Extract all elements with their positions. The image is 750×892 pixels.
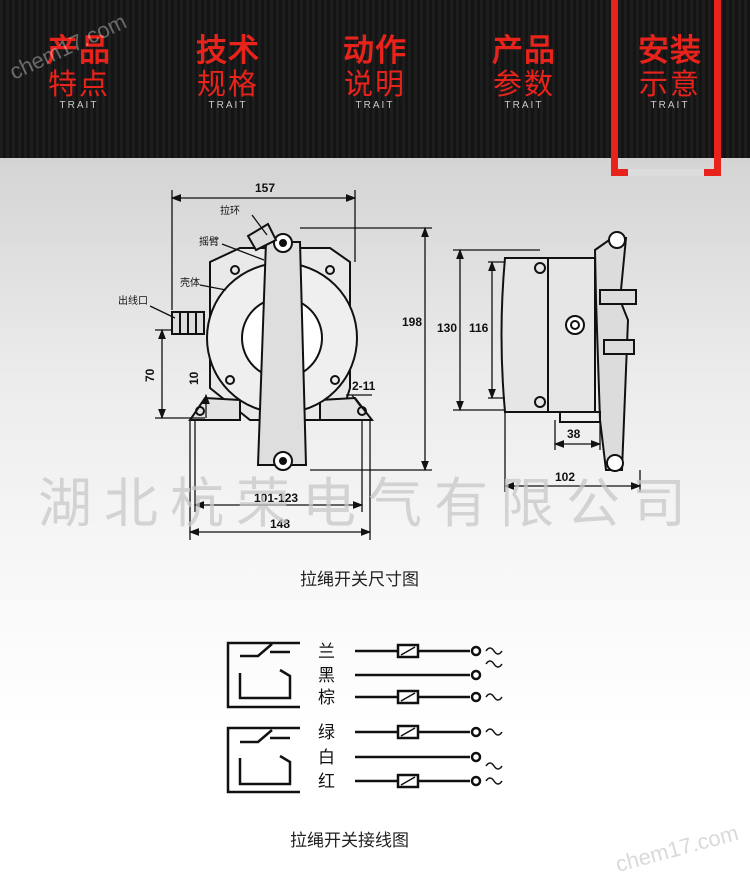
wire-label-green: 绿	[318, 723, 335, 743]
tab-sub-label: TRAIT	[650, 100, 690, 111]
label-rocker-arm: 摇臂	[199, 235, 219, 248]
dim-left-height: 70	[143, 368, 157, 382]
tab-sub-label: TRAIT	[504, 100, 544, 111]
tab-label-line1: 产品	[492, 33, 556, 69]
tab-installation[interactable]: 安装 示意 TRAIT	[610, 34, 730, 134]
top-nav-bar	[0, 0, 750, 158]
dim-foot-height: 10	[187, 371, 201, 385]
label-housing: 壳体	[180, 276, 200, 289]
tab-label-line2: 示意	[638, 67, 701, 101]
site-watermark-bottom: chem17.com	[613, 820, 741, 877]
label-cable-outlet: 出线口	[118, 294, 148, 307]
tab-sub-label: TRAIT	[355, 100, 395, 111]
tab-label-line2: 规格	[196, 67, 259, 101]
tab-sub-label: TRAIT	[208, 100, 248, 111]
wiring-diagram	[226, 641, 503, 794]
dim-mount-span: 101-123	[254, 491, 298, 505]
tab-label-line2: 参数	[492, 67, 555, 101]
side-view	[500, 231, 637, 472]
site-watermark-top: chem17.com	[6, 9, 131, 85]
tab-label-line2: 说明	[343, 67, 406, 101]
tab-sub-label: TRAIT	[59, 100, 99, 111]
dim-side-h2: 116	[469, 321, 489, 335]
wire-label-black: 黑	[318, 666, 335, 686]
drawing-background	[0, 158, 750, 892]
wire-label-blue: 兰	[318, 642, 335, 662]
dim-base-width: 148	[270, 517, 290, 531]
front-view	[171, 222, 375, 471]
tab-label-line1: 产品	[47, 33, 111, 69]
dim-side-d2: 102	[555, 470, 575, 484]
dim-side-h1: 130	[437, 321, 457, 335]
wiring-diagram-caption: 拉绳开关接线图	[290, 831, 409, 851]
tab-label-line1: 安装	[638, 33, 702, 69]
dim-side-d1: 38	[567, 427, 581, 441]
dim-top-width: 157	[255, 181, 275, 195]
tab-product-params[interactable]: 产品 参数 TRAIT	[464, 34, 584, 134]
tab-tech-specs[interactable]: 技术 规格 TRAIT	[168, 34, 288, 134]
active-tab-bracket	[611, 0, 721, 176]
dim-hole: 2-11	[352, 379, 376, 393]
tab-label-line1: 动作	[343, 33, 407, 69]
side-view-dimensions	[453, 248, 642, 492]
company-watermark: 湖北杭荣电气有限公司	[38, 472, 698, 535]
tab-label-line1: 技术	[196, 33, 260, 69]
wire-label-brown: 棕	[318, 688, 335, 708]
dimension-drawing-caption: 拉绳开关尺寸图	[300, 570, 419, 590]
wire-label-red: 红	[318, 772, 335, 792]
tab-label-line2: 特点	[47, 67, 110, 101]
dim-height: 198	[402, 315, 422, 329]
label-pull-ring: 拉环	[220, 204, 240, 217]
tab-product-features[interactable]: 产品 特点 TRAIT	[19, 34, 139, 134]
tab-action-description[interactable]: 动作 说明 TRAIT	[315, 34, 435, 134]
front-view-dimensions	[149, 190, 432, 540]
wire-label-white: 白	[318, 748, 335, 768]
